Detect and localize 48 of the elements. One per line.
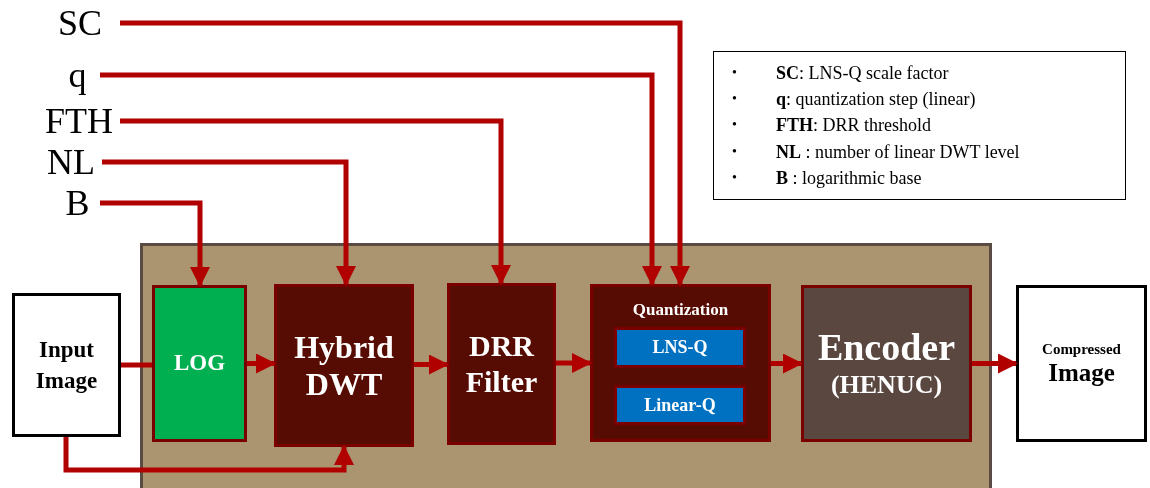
arrow xyxy=(556,353,592,373)
block-label: SC xyxy=(57,2,102,45)
legend-entry: q: quantization step (linear) xyxy=(776,88,976,112)
block-label: NL xyxy=(47,141,95,184)
log-block xyxy=(152,285,247,442)
block-label: Linear-Q xyxy=(644,393,716,417)
arrow xyxy=(414,354,449,375)
bullet: • xyxy=(732,168,738,187)
output-box xyxy=(1016,285,1147,442)
arrow xyxy=(100,200,210,287)
legend-entry: B : logarithmic base xyxy=(776,166,922,190)
block-label: Encoder xyxy=(817,327,956,369)
quantizer-block xyxy=(614,327,746,368)
bullet: • xyxy=(732,90,738,109)
block-label: Compressed xyxy=(1042,339,1121,358)
block-label: B xyxy=(65,182,90,225)
block-label: (HENUC) xyxy=(830,368,943,400)
arrow xyxy=(100,72,662,286)
arrow xyxy=(247,353,276,374)
quantization-block xyxy=(590,284,771,442)
block-label: DRR Filter xyxy=(464,328,539,400)
block-label: Image xyxy=(1048,357,1115,388)
legend-box xyxy=(713,51,1126,200)
block-label: LOG xyxy=(173,349,226,378)
bullet: • xyxy=(732,64,738,83)
block-label: Hybrid DWT xyxy=(293,328,395,403)
arrow xyxy=(771,353,803,374)
input-box xyxy=(12,293,121,437)
arrow xyxy=(63,437,354,473)
arrow xyxy=(120,118,511,285)
legend-entry: SC: LNS-Q scale factor xyxy=(776,62,949,86)
arrow xyxy=(120,20,690,286)
encoder-block xyxy=(801,285,972,442)
legend-entry: NL : number of linear DWT level xyxy=(776,140,1020,164)
block-label: FTH xyxy=(45,100,113,143)
system-panel xyxy=(140,243,992,488)
arrow xyxy=(972,353,1018,374)
block-label: LNS-Q xyxy=(652,336,708,359)
process-block xyxy=(447,283,556,445)
block-label: Input Image xyxy=(34,335,99,395)
process-block xyxy=(274,284,414,447)
block-title: Quantization xyxy=(632,299,729,321)
block-label: q xyxy=(68,54,87,97)
legend-entry: FTH: DRR threshold xyxy=(776,114,932,138)
bullet: • xyxy=(732,116,738,135)
arrow xyxy=(102,159,356,286)
quantizer-block xyxy=(614,385,746,425)
bullet: • xyxy=(732,142,738,161)
